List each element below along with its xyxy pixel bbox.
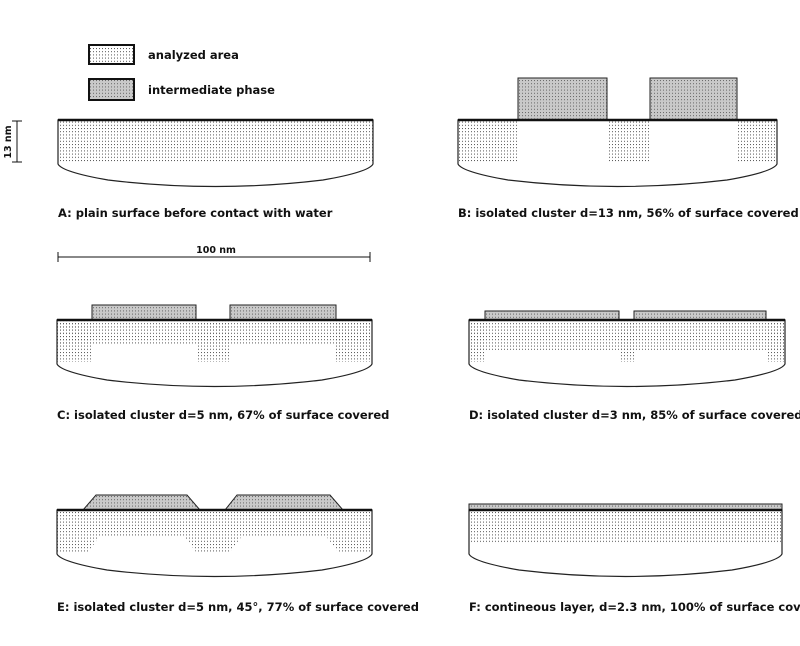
caption-panel-d: D: isolated cluster d=3 nm, 85% of surfa…	[469, 408, 800, 422]
analyzed-region	[326, 536, 372, 552]
analyzed-area	[469, 320, 785, 362]
caption-panel-b: B: isolated cluster d=13 nm, 56% of surf…	[458, 206, 799, 220]
analyzed-layer	[57, 510, 372, 536]
analyzed-region	[184, 536, 242, 552]
caption-panel-c: C: isolated cluster d=5 nm, 67% of surfa…	[57, 408, 389, 422]
analyzed-area	[458, 120, 777, 162]
analyzed-area	[57, 320, 372, 362]
width-scale-bar: 100 nm	[57, 245, 371, 262]
caption-panel-f: F: contineous layer, d=2.3 nm, 100% of s…	[469, 600, 800, 614]
substrate-outline	[468, 509, 783, 578]
legend-label-analyzed: analyzed area	[148, 48, 239, 62]
analyzed-region	[57, 320, 92, 362]
intermediate-cluster	[484, 310, 620, 321]
analyzed-region	[57, 536, 100, 552]
analyzed-area	[469, 510, 782, 544]
analyzed-layer	[469, 510, 782, 544]
intermediate-cluster	[633, 310, 767, 321]
panel-a	[57, 118, 374, 188]
intermediate-cluster	[81, 494, 202, 511]
panel-b	[457, 77, 778, 188]
analyzed-layer	[58, 120, 373, 162]
intermediate-cluster	[91, 304, 197, 321]
intermediate-cluster	[649, 77, 738, 121]
panel-c	[56, 304, 373, 388]
analyzed-region	[607, 120, 650, 162]
analyzed-area	[57, 510, 372, 552]
analyzed-region	[336, 320, 372, 362]
caption-panel-e: E: isolated cluster d=5 nm, 45°, 77% of …	[57, 600, 419, 614]
intermediate-cluster	[229, 304, 337, 321]
panel-f	[468, 503, 783, 578]
width-scale-label: 100 nm	[196, 245, 236, 256]
depth-scale-label: 13 nm	[3, 125, 14, 158]
analyzed-region	[737, 120, 777, 162]
analyzed-region	[469, 320, 485, 362]
legend-label-intermediate: intermediate phase	[148, 83, 275, 97]
analyzed-area	[58, 120, 373, 162]
substrate-outline	[56, 509, 373, 578]
substrate-outline	[468, 319, 786, 388]
legend: analyzed area intermediate phase	[88, 44, 275, 101]
legend-swatch-analyzed	[88, 44, 135, 65]
panel-e	[56, 494, 373, 578]
analyzed-region	[619, 320, 634, 362]
panel-d	[468, 310, 786, 388]
substrate-outline	[56, 319, 373, 388]
caption-panel-a: A: plain surface before contact with wat…	[58, 206, 333, 220]
analyzed-region	[766, 320, 785, 362]
substrate-outline	[57, 119, 374, 188]
intermediate-cluster	[223, 494, 345, 511]
analyzed-region	[196, 320, 230, 362]
depth-scale-bar: 13 nm	[3, 120, 22, 163]
analyzed-region	[458, 120, 518, 162]
intermediate-cluster	[517, 77, 608, 121]
legend-swatch-intermediate	[88, 78, 135, 101]
substrate-outline	[457, 119, 778, 188]
